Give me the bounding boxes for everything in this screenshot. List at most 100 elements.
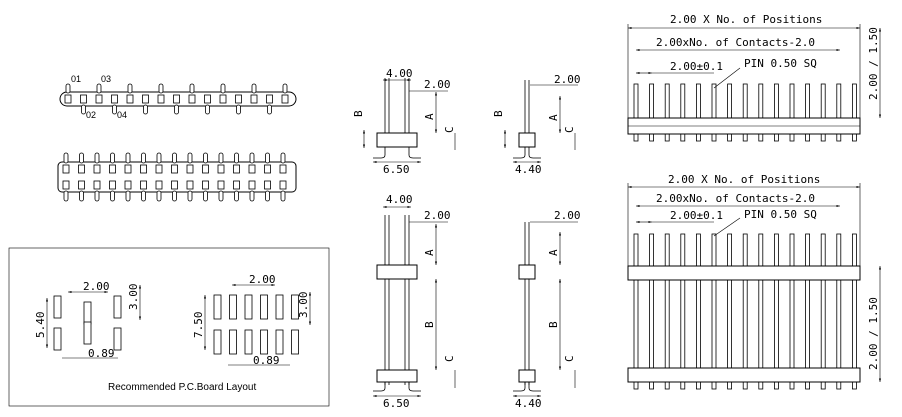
pin-lead	[143, 104, 148, 115]
pcb-right-pads	[213, 294, 299, 355]
pin-lead	[172, 190, 177, 202]
pin-lead	[63, 152, 69, 164]
pin-lead	[187, 152, 193, 164]
front-pin	[820, 83, 826, 119]
pin-pad	[62, 180, 70, 190]
pin-pad	[93, 164, 101, 174]
front-pin-tail	[711, 381, 717, 390]
front-long-pins	[633, 233, 857, 390]
pin-lead	[141, 152, 146, 164]
side1-width: 4.00	[386, 67, 413, 80]
side3-width: 4.00	[386, 193, 413, 206]
side-view-long-double: 4.00 2.00 A B C 6.50	[373, 193, 456, 410]
pcb-pad	[291, 329, 299, 355]
pcb-pad	[53, 327, 62, 351]
pin-lead	[112, 104, 117, 115]
pin-lead	[218, 190, 224, 202]
side1-letter-b: B	[352, 110, 365, 117]
front-pin	[774, 233, 779, 267]
front-pin-tail	[680, 381, 686, 390]
pin-lead	[63, 190, 69, 202]
pin-lead	[125, 152, 131, 164]
pcb-pad	[83, 301, 92, 325]
pin-lead	[251, 83, 257, 94]
front-pin-mid	[789, 279, 795, 369]
front-pin-tail	[852, 381, 857, 390]
pin-pad	[264, 180, 271, 190]
front-pin	[680, 83, 686, 119]
front-pin-tail	[789, 133, 795, 142]
pcb-pad	[213, 294, 222, 320]
side-view-short-single: 2.00 A C B 4.40	[492, 73, 581, 176]
front-pin-tail	[820, 381, 826, 390]
pcb-right-height: 3.00	[297, 292, 310, 319]
front-pin-tail	[758, 381, 764, 390]
pin-pad	[78, 164, 85, 174]
pin-lead	[249, 190, 255, 202]
pin-lead	[234, 190, 239, 202]
pin-pad	[62, 164, 70, 174]
pcb-layout-box: 2.00 3.00 5.40 0.89 2.00 3.00 7.50 0.89 …	[8, 247, 330, 407]
pcb-pad	[229, 329, 237, 355]
pin-lead	[110, 190, 115, 202]
side4-base: 4.40	[515, 397, 542, 410]
pin-lead	[265, 190, 270, 202]
pcb-right-pad-width: 0.89	[253, 354, 280, 367]
pin-pad	[279, 164, 287, 174]
pin-pad	[235, 94, 242, 104]
front-pin-tail	[649, 133, 654, 142]
pcb-pad	[113, 295, 122, 319]
pin-lead	[79, 152, 84, 164]
front-pin-tail	[774, 133, 779, 142]
pcb-pad	[113, 327, 122, 351]
pin-pad	[217, 164, 225, 174]
pin-lead	[282, 83, 288, 94]
pin-lead	[172, 152, 177, 164]
front-long-housing-bottom	[627, 367, 861, 383]
pin-pad	[111, 94, 118, 104]
front-pin	[742, 233, 748, 267]
front-pin-mid	[711, 279, 717, 369]
pin-lead	[96, 83, 102, 94]
pcb-pad	[275, 294, 284, 320]
front-pin	[852, 233, 857, 267]
pin-pad	[233, 180, 240, 190]
front-view-short: 2.00 X No. of Positions 2.00xNo. of Cont…	[627, 13, 882, 142]
pin-lead	[141, 190, 146, 202]
pin-pad	[140, 180, 147, 190]
side2-letter-a: A	[547, 114, 560, 121]
front-pin	[680, 233, 686, 267]
front-pin-tail	[820, 133, 826, 142]
front-pin-tail	[680, 133, 686, 142]
front-pin-mid	[836, 279, 842, 369]
pin-lead	[189, 83, 195, 94]
front-pin-tail	[836, 381, 842, 390]
side1-base: 6.50	[383, 163, 410, 176]
pcb-pad	[260, 294, 268, 320]
pin-lead	[127, 83, 133, 94]
side2-pitch: 2.00	[554, 73, 581, 86]
pin-lead	[156, 152, 162, 164]
side2-letter-b: B	[492, 110, 505, 117]
pcb-left-pitch: 2.00	[83, 280, 110, 293]
front-pin-mid	[774, 279, 779, 369]
pin-lead	[125, 190, 131, 202]
pin-lead	[81, 104, 86, 115]
pin-pad	[204, 94, 211, 104]
front-pin-tail	[649, 381, 654, 390]
pcb-pad	[213, 329, 222, 355]
pin-pad	[202, 164, 209, 174]
front-pin	[789, 233, 795, 267]
pin-lead	[203, 152, 208, 164]
front-pin	[649, 83, 654, 119]
pin-lead	[65, 83, 71, 94]
front-pin	[852, 83, 857, 119]
front-pin-mid	[742, 279, 748, 369]
front-pin	[633, 83, 639, 119]
side3-pitch: 2.00	[424, 209, 451, 222]
pin-pad	[171, 180, 178, 190]
pin-pad	[93, 180, 101, 190]
front-pin-tail	[727, 381, 732, 390]
pin-lead	[158, 83, 164, 94]
front-pin	[727, 233, 732, 267]
